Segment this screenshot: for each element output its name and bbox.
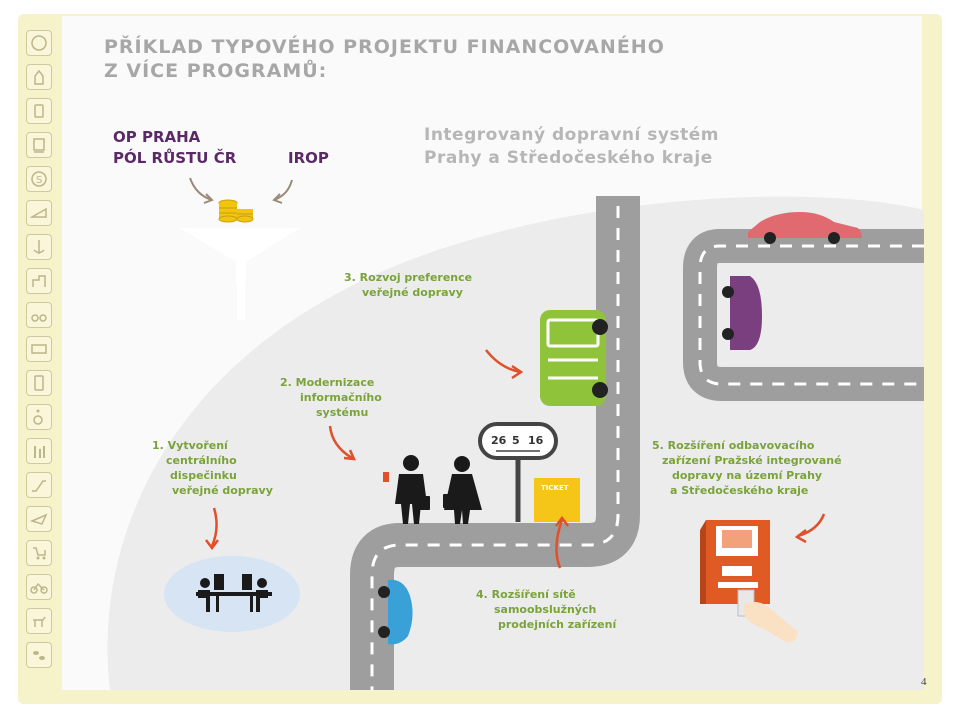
program-op-praha: OP PRAHA <box>113 128 201 146</box>
hand-icon <box>26 64 52 90</box>
step-arrows <box>205 349 826 569</box>
shoes-icon <box>26 642 52 668</box>
step-3-label: 3. Rozvoj preference veřejné dopravy <box>344 270 472 300</box>
hand-with-ticket-icon <box>737 589 798 643</box>
step-2-label: 2. Modernizace informačního systému <box>280 375 382 420</box>
step-5-line: dopravy na území Prahy <box>672 469 823 482</box>
red-car-icon <box>748 212 862 244</box>
arrow-left-icon <box>189 177 213 201</box>
sidebar: S <box>22 22 58 702</box>
ids-title-line2: Prahy a Středočeského kraje <box>424 148 713 168</box>
slide-title-line2: Z VÍCE PROGRAMŮ: <box>104 60 328 82</box>
stop-route-1: 26 <box>491 434 507 447</box>
ticket-icon <box>26 336 52 362</box>
road-loop-dashes <box>698 244 924 386</box>
stroller-icon <box>26 540 52 566</box>
step-2-line: systému <box>316 406 369 419</box>
slide-title-line1: PŘÍKLAD TYPOVÉHO PROJEKTU FINANCOVANÉHO <box>104 36 665 58</box>
dog-icon <box>26 608 52 634</box>
road-main-dashes <box>370 206 620 690</box>
step-3-line: 3. Rozvoj preference <box>344 271 473 284</box>
man-figure-icon <box>395 455 430 524</box>
s-train-icon: S <box>26 166 52 192</box>
step-2-line: 2. Modernizace <box>280 376 375 389</box>
wheelchair-icon <box>26 404 52 430</box>
step-5-label: 5. Rozšíření odbavovacího zařízení Pražs… <box>652 438 842 498</box>
ferry-icon <box>26 234 52 260</box>
step-4-label: 4. Rozšíření sítě samoobslužných prodejn… <box>476 587 616 632</box>
train-icon <box>26 200 52 226</box>
funnel-icon <box>180 228 300 285</box>
step-1-line: dispečinku <box>170 469 237 482</box>
family-icon <box>26 438 52 464</box>
phone-icon <box>26 370 52 396</box>
metro-icon <box>26 132 52 158</box>
step-5-line: zařízení Pražské integrované <box>662 454 842 467</box>
purple-car-icon <box>722 276 762 350</box>
step-4-line: samoobslužných <box>494 603 597 616</box>
step-4-line: 4. Rozšíření sítě <box>476 588 576 601</box>
bus-stop-sign <box>478 422 558 522</box>
step-1-line: centrálního <box>166 454 237 467</box>
dispatch-desk-icon <box>196 574 272 612</box>
phone-in-hand-icon <box>383 472 389 482</box>
bike-icon <box>26 302 52 328</box>
ticket-kiosk-icon <box>700 520 770 604</box>
step-5-line: a Středočeského kraje <box>670 484 809 497</box>
bicycle-icon <box>26 574 52 600</box>
step-2-line: informačního <box>300 391 382 404</box>
blue-car-icon <box>378 579 413 645</box>
green-bus-icon <box>540 310 608 406</box>
step-1-line: veřejné dopravy <box>172 484 273 497</box>
stop-route-2: 5 <box>512 434 520 447</box>
ticket-machine-yellow <box>534 478 580 522</box>
tram-icon <box>26 98 52 124</box>
plane-icon <box>26 506 52 532</box>
woman-figure-icon <box>443 456 482 524</box>
program-pol-rustu: PÓL RŮSTU ČR <box>113 149 237 167</box>
pid-logo-icon <box>26 30 52 56</box>
ids-title-line1: Integrovaný dopravní systém <box>424 125 719 145</box>
step-1-line: 1. Vytvoření <box>152 439 228 452</box>
step-1-label: 1. Vytvoření centrálního dispečinku veře… <box>152 438 273 498</box>
escalator-icon <box>26 472 52 498</box>
page-number: 4 <box>921 676 927 688</box>
ticket-label: TICKET <box>541 484 569 492</box>
funicular-icon <box>26 268 52 294</box>
step-4-line: prodejních zařízení <box>498 618 617 631</box>
coins-icon <box>218 199 254 223</box>
stop-route-3: 16 <box>528 434 544 447</box>
step-3-line: veřejné dopravy <box>362 286 463 299</box>
svg-text:S: S <box>36 175 42 186</box>
program-irop: IROP <box>288 149 329 167</box>
step-5-line: 5. Rozšíření odbavovacího <box>652 439 815 452</box>
